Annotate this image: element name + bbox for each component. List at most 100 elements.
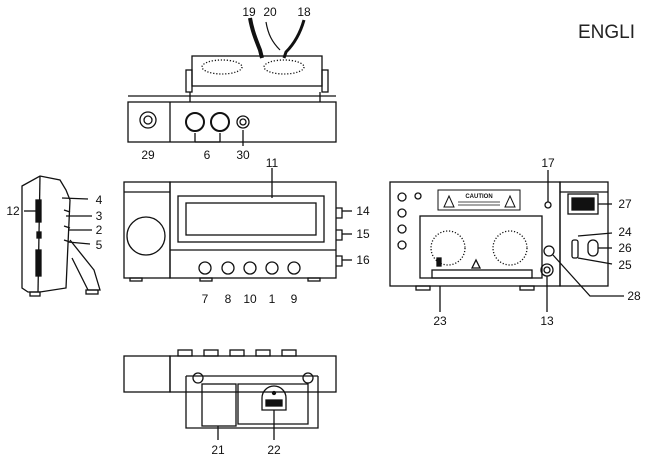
callout-26: 26 [618, 241, 632, 255]
back-compartment-base [431, 269, 533, 279]
knob-29-icon [139, 111, 157, 129]
front-foot-1 [129, 277, 143, 282]
back-port-2-icon [397, 208, 407, 218]
bottom-tab-3 [229, 349, 245, 357]
callout-1: 1 [268, 292, 276, 306]
front-speaker-icon [126, 216, 166, 256]
callout-21: 21 [211, 443, 225, 457]
callout-20: 20 [263, 5, 277, 19]
front-tab-15 [336, 229, 343, 241]
callout-30: 30 [236, 148, 250, 162]
side-tab-2 [63, 225, 71, 229]
connector-28-icon [543, 245, 555, 257]
front-view [123, 168, 352, 282]
jack-13-icon [540, 263, 554, 277]
side-foot-left [29, 291, 41, 297]
caution-label [437, 189, 521, 211]
cover-22-icon [261, 385, 287, 411]
bottom-body [169, 355, 337, 393]
callout-18: 18 [297, 5, 311, 19]
callout-17: 17 [541, 156, 555, 170]
caution-text: CAUTION [465, 194, 492, 200]
side-foot-right [85, 289, 99, 295]
back-compartment-clip [436, 257, 442, 267]
top-body [127, 101, 337, 143]
callout-24: 24 [618, 225, 632, 239]
callout-15: 15 [356, 227, 370, 241]
panel-22 [237, 383, 309, 425]
back-speaker-left-icon [430, 230, 466, 266]
callout-27: 27 [618, 197, 632, 211]
button-7-icon [198, 261, 212, 275]
callout-3: 3 [95, 209, 103, 223]
jack-30-center-icon [239, 118, 247, 126]
side-button-icon [36, 231, 42, 239]
callout-25: 25 [618, 258, 632, 272]
callout-19: 19 [242, 5, 256, 19]
display-window [177, 195, 325, 243]
side-view [21, 175, 101, 297]
bottom-tab-1 [177, 349, 193, 357]
bottom-screw-left-icon [192, 372, 204, 384]
front-foot-3 [307, 277, 321, 282]
knob-6-right-icon [210, 112, 230, 132]
jack-30-icon [236, 115, 250, 129]
back-foot-left [415, 285, 431, 291]
leader-5 [67, 241, 91, 245]
warning-triangle-right-icon [504, 194, 516, 208]
bottom-view [123, 349, 337, 440]
callout-29: 29 [141, 148, 155, 162]
slider-24-icon [571, 239, 579, 259]
callout-23: 23 [433, 314, 447, 328]
callout-9: 9 [290, 292, 298, 306]
bottom-screw-right-icon [302, 372, 314, 384]
button-10-icon [243, 261, 257, 275]
cable-20-icon [265, 21, 281, 51]
warning-triangle-left-icon [443, 194, 455, 208]
top-speaker-grille-left-icon [201, 59, 243, 75]
button-8-icon [221, 261, 235, 275]
callout-28: 28 [627, 289, 641, 303]
side-slot-bottom-icon [35, 249, 42, 277]
back-port-4-icon [397, 240, 407, 250]
button-26-icon [587, 239, 599, 257]
display-screen [185, 202, 317, 236]
jack-13-center-icon [543, 266, 551, 274]
leader-4 [61, 197, 89, 200]
callout-14: 14 [356, 204, 370, 218]
button-1-icon [265, 261, 279, 275]
knob-29-center-icon [143, 115, 153, 125]
top-housing-side-left [185, 69, 193, 93]
callout-16: 16 [356, 253, 370, 267]
bottom-stand-plate [185, 376, 319, 429]
front-tab-16 [336, 255, 343, 267]
cover-22-fill [265, 399, 283, 407]
callout-11: 11 [265, 156, 279, 170]
back-speaker-right-icon [492, 230, 528, 266]
cable-19-icon [248, 17, 264, 59]
leader-28 [552, 254, 624, 297]
callout-6: 6 [203, 148, 211, 162]
bottom-tab-5 [281, 349, 297, 357]
top-view [127, 17, 337, 146]
callout-7: 7 [201, 292, 209, 306]
top-speaker-grille-right-icon [263, 59, 305, 75]
front-foot-2 [199, 277, 213, 282]
front-tab-14 [336, 207, 343, 219]
bottom-left-block [123, 355, 171, 393]
back-speaker-compartment [419, 215, 543, 279]
callout-13: 13 [540, 314, 554, 328]
back-screw-icon [414, 192, 422, 200]
battery-compartment-21 [201, 383, 237, 427]
back-port-1-icon [397, 192, 407, 202]
callout-22: 22 [267, 443, 281, 457]
callout-4: 4 [95, 193, 103, 207]
back-view: CAUTION [389, 170, 624, 312]
front-left-block [123, 181, 171, 279]
callout-2: 2 [95, 223, 103, 237]
cover-22-dot [271, 390, 277, 396]
bottom-tab-2 [203, 349, 219, 357]
side-body [21, 175, 71, 293]
